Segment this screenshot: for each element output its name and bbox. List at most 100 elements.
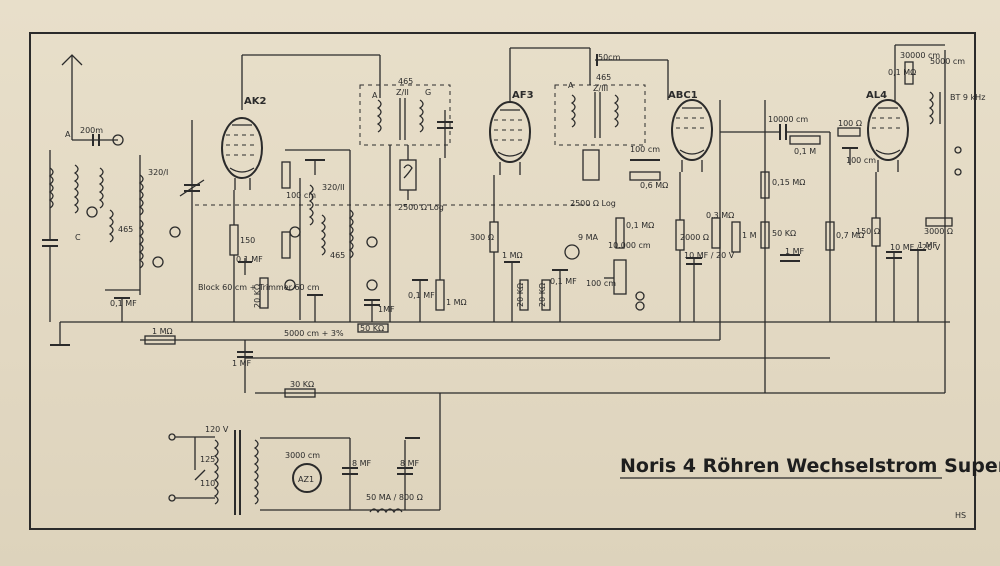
svg-text:3000 Ω: 3000 Ω <box>924 227 953 236</box>
tuning-cap-arrow <box>179 179 205 197</box>
switch-3[interactable] <box>152 256 164 268</box>
mains-switch[interactable] <box>194 469 206 481</box>
svg-text:3000 cm: 3000 cm <box>285 451 320 460</box>
svg-text:0,1 MΩ: 0,1 MΩ <box>888 68 916 77</box>
svg-text:9 MA: 9 MA <box>578 233 599 242</box>
tube-af3 <box>489 101 531 175</box>
switch-7[interactable] <box>366 279 378 291</box>
schematic-title: Noris 4 Röhren Wechselstrom Super. <box>620 455 1000 477</box>
svg-text:8 MF: 8 MF <box>352 459 372 468</box>
svg-text:5000 cm: 5000 cm <box>930 57 965 66</box>
svg-text:100 cm: 100 cm <box>630 145 660 154</box>
resistor-150 <box>229 224 239 256</box>
svg-text:150: 150 <box>240 236 255 245</box>
label-320-ii: 320/II <box>322 183 345 192</box>
resistor-20k-a <box>259 277 269 309</box>
svg-text:0,1 MF: 0,1 MF <box>408 291 435 300</box>
label-af3: AF3 <box>512 90 534 101</box>
switch-6[interactable] <box>289 226 301 238</box>
pot-2500-a[interactable] <box>399 159 417 191</box>
svg-text:100 cm: 100 cm <box>846 156 876 165</box>
switch-4[interactable] <box>169 226 181 238</box>
output-transformer <box>928 91 941 125</box>
svg-text:465: 465 <box>398 77 413 86</box>
svg-text:100 cm: 100 cm <box>286 191 316 200</box>
svg-text:100 cm: 100 cm <box>586 279 616 288</box>
svg-text:1 MΩ: 1 MΩ <box>152 327 173 336</box>
svg-text:125: 125 <box>200 455 215 464</box>
resistor-50k-b <box>281 231 291 259</box>
resistor-50k-c <box>760 221 770 249</box>
svg-text:30000 cm: 30000 cm <box>900 51 940 60</box>
output-jack-2[interactable] <box>635 301 645 311</box>
switch-8[interactable] <box>366 236 378 248</box>
resistor-0-1m <box>615 217 625 249</box>
label-0-1mf-a: 0,1 MF <box>110 299 137 308</box>
svg-text:1 MF: 1 MF <box>232 359 252 368</box>
switch-2[interactable] <box>112 134 124 146</box>
svg-text:10 MF / 20 V: 10 MF / 20 V <box>890 243 941 252</box>
resistor-1m-a <box>144 335 176 345</box>
label-c: C <box>75 233 81 242</box>
svg-text:BT 9 kHz: BT 9 kHz <box>950 93 985 102</box>
svg-text:120 V: 120 V <box>205 425 229 434</box>
svg-text:Z/II: Z/II <box>396 88 409 97</box>
resistor-1m-b <box>435 279 445 311</box>
svg-text:30 KΩ: 30 KΩ <box>290 380 314 389</box>
tube-abc1 <box>671 99 713 172</box>
resistor-0-7m <box>825 221 835 251</box>
power-transformer <box>213 430 259 515</box>
svg-text:2500 Ω Log: 2500 Ω Log <box>570 199 616 208</box>
svg-text:20 KΩ: 20 KΩ <box>538 283 547 307</box>
switch-5[interactable] <box>284 279 296 291</box>
if-transformer-1 <box>359 84 451 146</box>
resistor-0-1-c <box>904 61 914 85</box>
svg-text:1 MF: 1 MF <box>918 241 938 250</box>
svg-text:50 KΩ: 50 KΩ <box>772 229 796 238</box>
resistor-0-15m <box>760 171 770 199</box>
resistor-30k <box>284 388 316 398</box>
osc-coil-2 <box>308 184 354 259</box>
svg-text:465: 465 <box>330 251 345 260</box>
frame-border <box>29 32 976 530</box>
svg-text:10.000 cm: 10.000 cm <box>608 241 651 250</box>
speaker-terminal-1[interactable] <box>954 146 962 154</box>
resistor-20k-c <box>541 279 551 311</box>
svg-text:20 KΩ: 20 KΩ <box>516 283 525 307</box>
svg-text:A: A <box>372 91 378 100</box>
svg-text:0,6 MΩ: 0,6 MΩ <box>640 181 668 190</box>
svg-text:2500 Ω Log: 2500 Ω Log <box>398 203 444 212</box>
speaker-terminal-2[interactable] <box>954 168 962 176</box>
svg-text:1 MF: 1 MF <box>785 247 805 256</box>
resistor-1m-c <box>731 221 741 253</box>
svg-text:0,7 MΩ: 0,7 MΩ <box>836 231 864 240</box>
resistor-0-6m <box>629 171 661 181</box>
pot-2500-b[interactable] <box>582 149 600 181</box>
volume-pot[interactable] <box>604 259 627 295</box>
tube-ak2 <box>221 54 380 190</box>
label-5000cm: 5000 cm + 3% <box>284 329 344 338</box>
svg-text:A: A <box>568 81 574 90</box>
svg-text:0,1 M: 0,1 M <box>794 147 816 156</box>
mains-plug-1[interactable] <box>168 433 176 441</box>
label-a: A <box>65 130 71 139</box>
svg-text:1 MΩ: 1 MΩ <box>446 298 467 307</box>
resistor-50 <box>281 161 291 189</box>
mains-plug-2[interactable] <box>168 494 176 502</box>
svg-text:8 MF: 8 MF <box>400 459 420 468</box>
svg-text:0,1 MF: 0,1 MF <box>550 277 577 286</box>
svg-text:1 M: 1 M <box>742 231 757 240</box>
switch-1[interactable] <box>86 206 98 218</box>
svg-text:50 MA / 800 Ω: 50 MA / 800 Ω <box>366 493 423 502</box>
svg-text:0,1 MΩ: 0,1 MΩ <box>626 221 654 230</box>
resistor-3000 <box>925 217 953 227</box>
output-jack-1[interactable] <box>635 291 645 301</box>
if-transformer-2 <box>554 84 646 146</box>
signature: HS <box>955 511 966 520</box>
resistor-50k <box>357 323 389 333</box>
svg-text:465: 465 <box>596 73 611 82</box>
label-al4: AL4 <box>866 90 887 101</box>
meter-9ma <box>564 244 580 260</box>
